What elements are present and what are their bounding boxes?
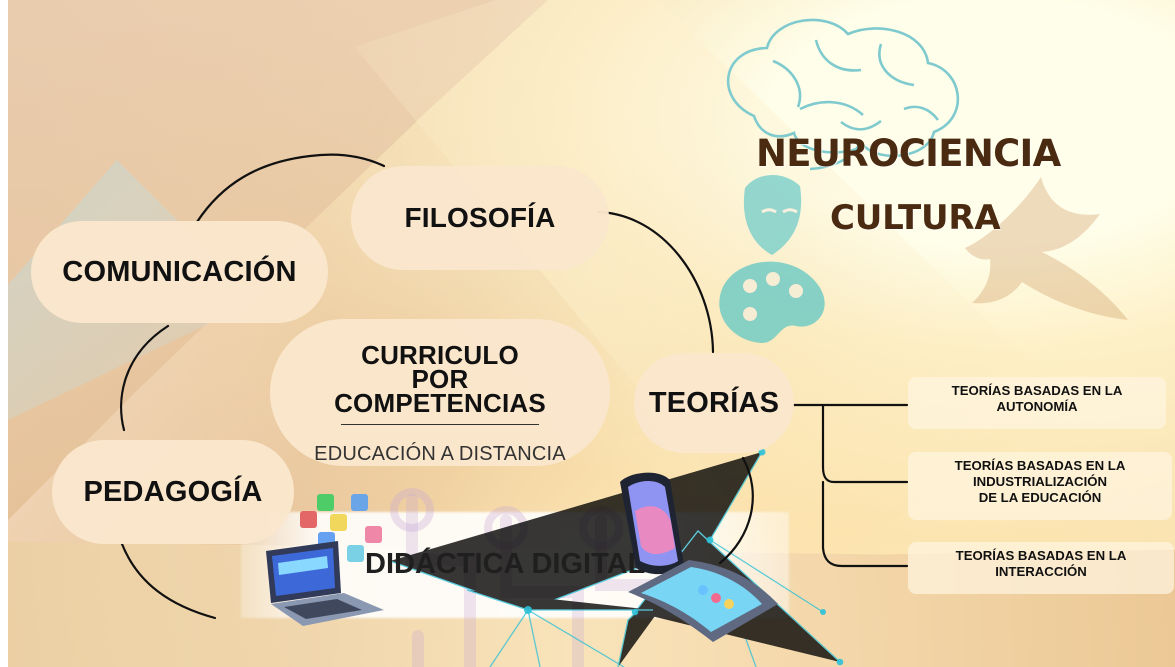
node-pedagogia-label: PEDAGOGÍA xyxy=(83,475,263,508)
hero-title-neurociencia: NEUROCIENCIA xyxy=(756,132,1061,175)
didactica-digital-label: DIDÁCTICA DIGITAL xyxy=(365,548,646,580)
node-teorias: TEORÍAS xyxy=(634,353,794,453)
tablet-icon xyxy=(628,560,778,642)
curriculo-title-line-1: CURRICULO POR xyxy=(361,340,519,394)
theory-interaccion: TEORÍAS BASADAS EN LA INTERACCIÓN xyxy=(908,542,1174,594)
theory-autonomia: TEORÍAS BASADAS EN LA AUTONOMÍA xyxy=(908,377,1166,429)
node-comunicacion-label: COMUNICACIÓN xyxy=(62,255,297,288)
theory-interaccion-line-2: INTERACCIÓN xyxy=(995,564,1087,579)
theory-industrializacion-line-2: INDUSTRIALIZACIÓN xyxy=(972,474,1108,489)
node-pedagogia: PEDAGOGÍA xyxy=(52,440,294,544)
theory-industrializacion-line-1: TEORÍAS BASADAS EN LA xyxy=(954,458,1126,473)
educacion-distancia-label: EDUCACIÓN A DISTANCIA xyxy=(314,443,566,465)
node-filosofia-label: FILOSOFÍA xyxy=(404,202,556,233)
node-teorias-label: TEORÍAS xyxy=(648,386,780,419)
dove-icon xyxy=(965,177,1128,320)
node-curriculo-competencias: CURRICULO POR COMPETENCIAS EDUCACIÓN A D… xyxy=(270,319,610,466)
node-filosofia: FILOSOFÍA xyxy=(351,166,609,270)
theory-autonomia-line-2: AUTONOMÍA xyxy=(996,399,1078,414)
laptop-icon xyxy=(266,541,384,626)
theory-autonomia-line-1: TEORÍAS BASADAS EN LA xyxy=(951,383,1123,398)
curriculo-title-line-2: COMPETENCIAS xyxy=(334,388,546,418)
theater-mask-icon xyxy=(743,174,802,255)
connector-lines xyxy=(120,153,909,620)
curriculo-title: CURRICULO POR COMPETENCIAS xyxy=(330,340,550,418)
theory-interaccion-line-1: TEORÍAS BASADAS EN LA xyxy=(955,548,1127,563)
theory-industrializacion: TEORÍAS BASADAS EN LA INDUSTRIALIZACIÓN … xyxy=(908,452,1172,520)
brain-icon xyxy=(726,18,959,171)
poster-canvas: NEUROCIENCIA CULTURA FILOSOFÍA COMUNICAC… xyxy=(8,0,1175,667)
curriculo-divider xyxy=(341,424,539,425)
node-comunicacion: COMUNICACIÓN xyxy=(31,221,328,323)
theory-industrializacion-line-3: DE LA EDUCACIÓN xyxy=(978,490,1102,505)
app-icons-cluster xyxy=(300,494,382,562)
smartphone-icon xyxy=(620,472,684,575)
illustration-layer xyxy=(266,18,1128,642)
palette-icon xyxy=(719,261,825,343)
hero-title-cultura: CULTURA xyxy=(830,198,1001,238)
